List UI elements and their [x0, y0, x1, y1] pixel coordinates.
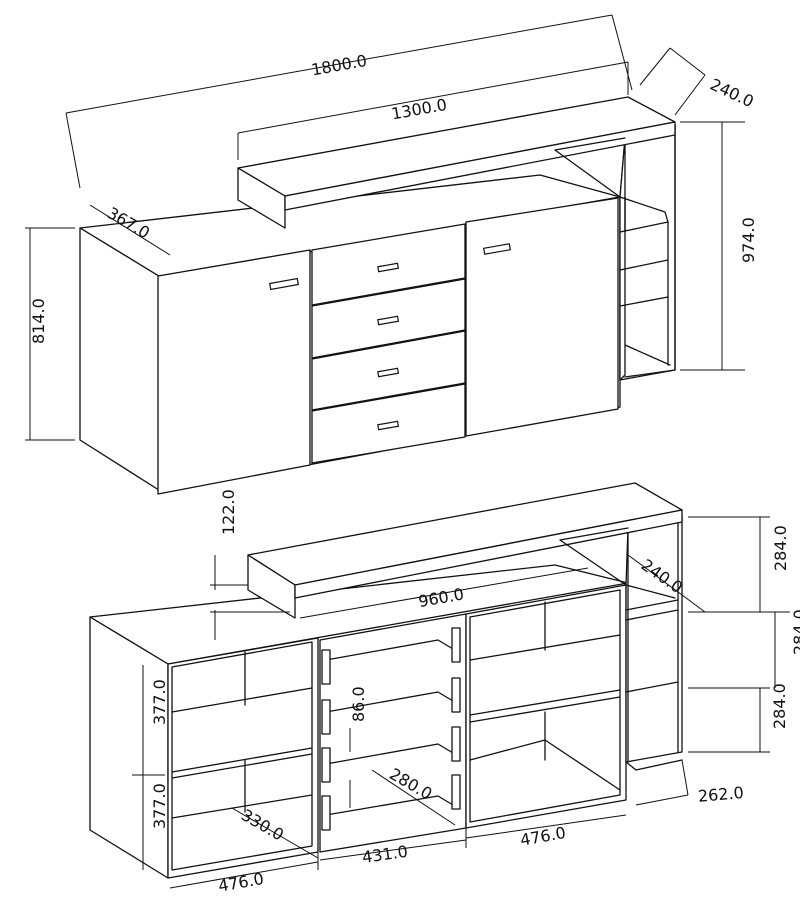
shelf-unit-front: [619, 124, 676, 381]
top-view-dimensions: [25, 14, 745, 441]
top-shelf-end: [237, 167, 286, 229]
left-door-handle: [268, 277, 300, 291]
dim-shelf-thickness: 122.0: [219, 489, 238, 535]
drawer-runner-6: [451, 677, 461, 713]
dim-left-width: 476.0: [217, 869, 265, 896]
drawer-4-handle: [377, 420, 400, 431]
dim-overall-width: 1800.0: [310, 51, 368, 79]
right-compartment: [465, 584, 627, 829]
drawer-runner-1: [321, 649, 331, 685]
dim-open-depth: 262.0: [697, 783, 744, 806]
shelf-unit-side: [619, 137, 626, 381]
dim-body-height: 814.0: [29, 298, 48, 344]
dim-shelf-gap-2: 284.0: [790, 609, 800, 655]
left-compartment: [167, 637, 319, 879]
dim-section-lower: 377.0: [150, 783, 169, 829]
drawer-runner-4: [321, 795, 331, 831]
open-shelf-unit: [625, 514, 683, 763]
right-door: [465, 197, 619, 437]
right-door-handle: [482, 243, 512, 255]
dim-total-height: 974.0: [739, 217, 758, 263]
dim-shelf-gap-3: 284.0: [770, 683, 789, 729]
drawer-runner-8: [451, 774, 461, 810]
left-door: [157, 249, 311, 495]
top-shelf-front-edge: [284, 121, 676, 211]
open-top-shelf-end: [247, 554, 296, 619]
dim-middle-width: 431.0: [361, 842, 409, 867]
dim-drawer-gap: 86.0: [349, 686, 368, 722]
dim-section-upper: 377.0: [150, 679, 169, 725]
top-view-cabinet: [79, 96, 676, 495]
dim-right-width: 476.0: [519, 823, 567, 850]
drawer-runner-2: [321, 699, 331, 735]
dim-side-depth: 240.0: [707, 75, 757, 112]
drawer-2-handle: [377, 315, 400, 326]
open-top-shelf-front-edge: [294, 509, 683, 599]
drawer-1-handle: [377, 262, 400, 273]
drawer-runner-3: [321, 747, 331, 783]
dim-shelf-width: 1300.0: [390, 95, 448, 123]
drawer-compartment: [319, 613, 467, 853]
drawer-runner-5: [451, 627, 461, 663]
bottom-view-cabinet: [89, 482, 683, 879]
bottom-view-dimensions: [132, 516, 790, 889]
drawer-3-handle: [377, 367, 400, 378]
dim-shelf-gap-1: 284.0: [771, 525, 790, 571]
drawer-runner-7: [451, 726, 461, 762]
